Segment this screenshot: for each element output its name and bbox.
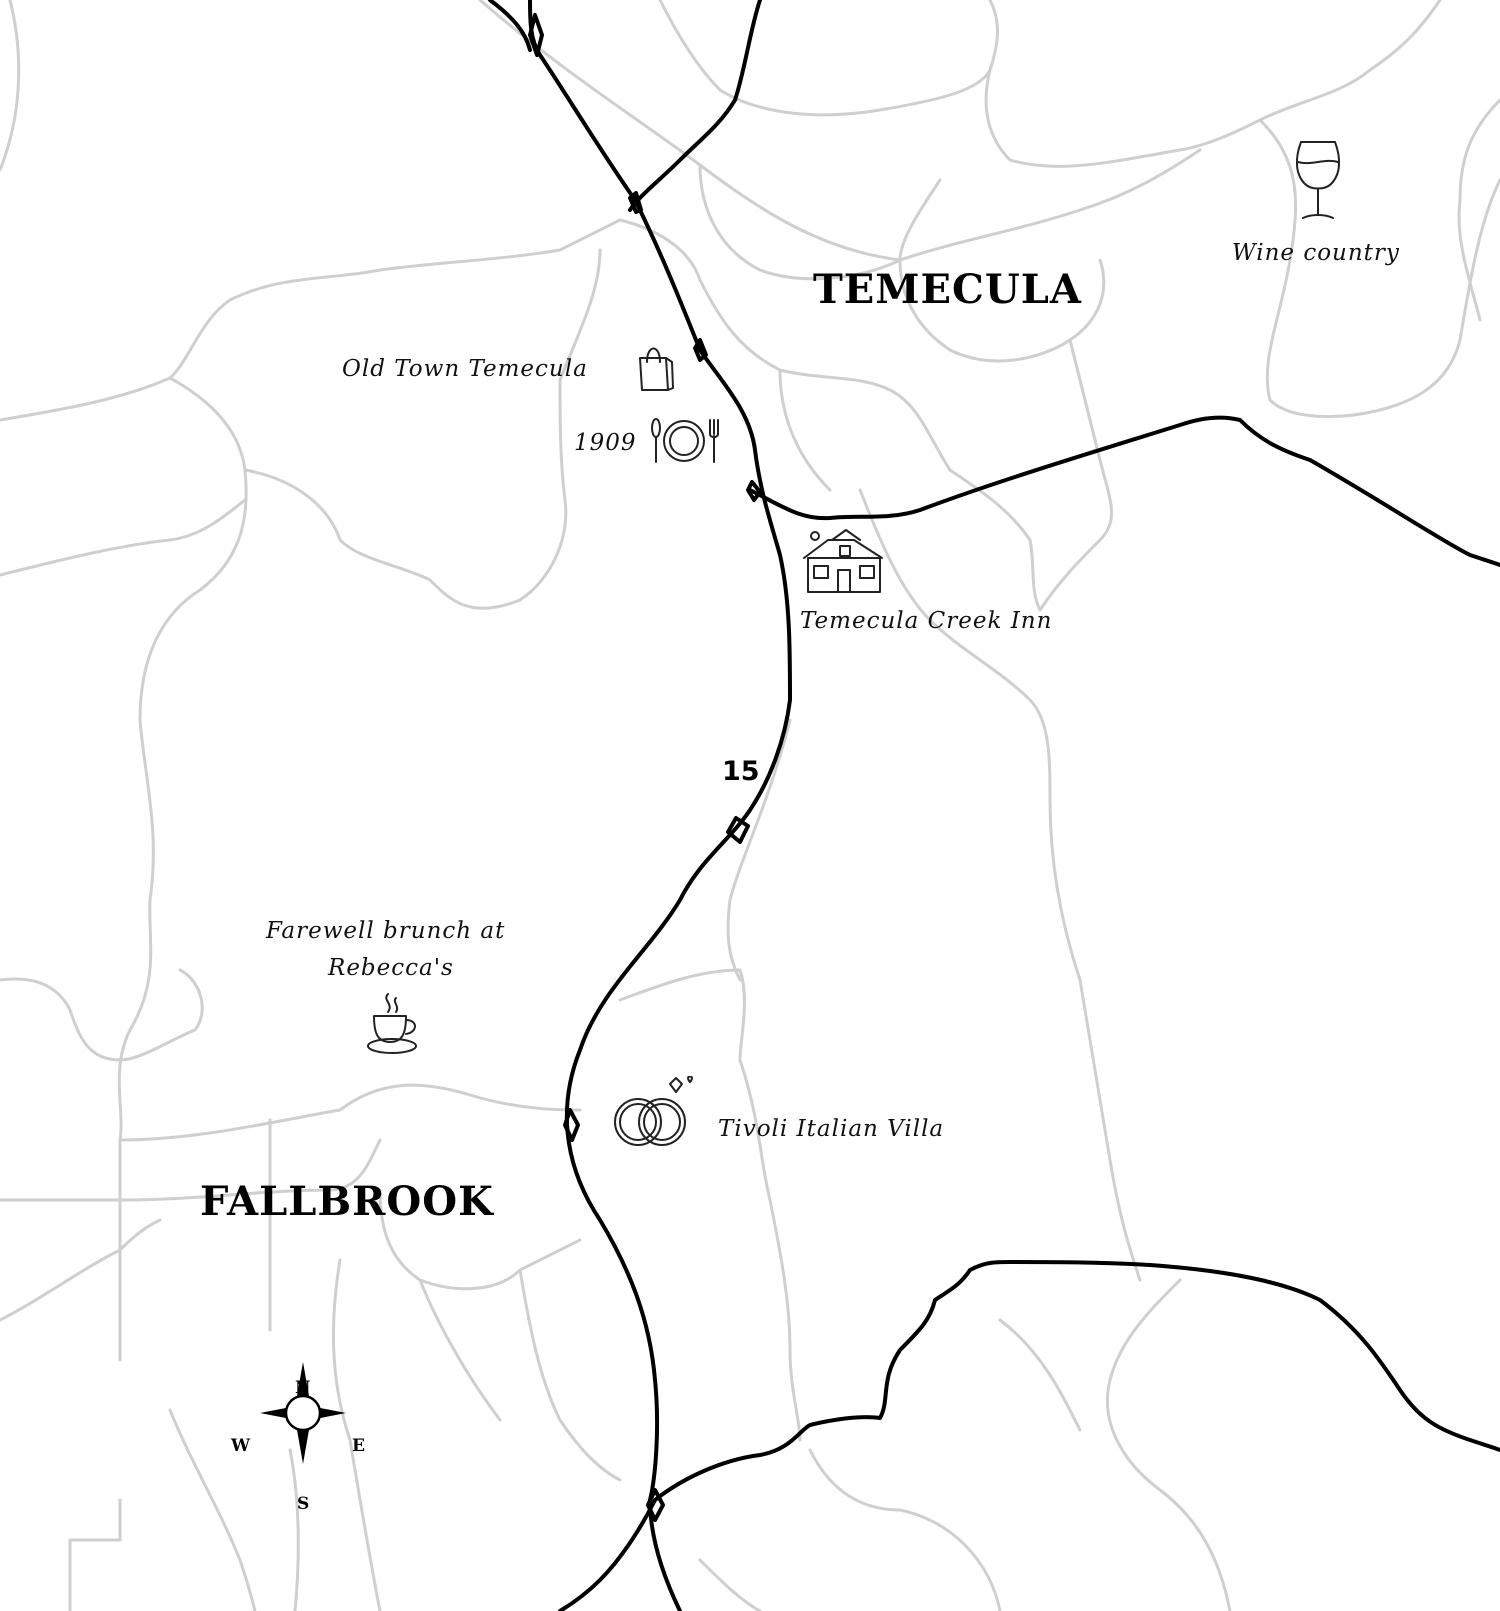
interchange [646, 1488, 665, 1522]
minor-road [0, 0, 21, 172]
minor-road [898, 178, 1106, 363]
wine-glass-icon[interactable] [1293, 138, 1343, 224]
minor-road [698, 1558, 762, 1611]
minor-road [418, 1278, 502, 1422]
minor-road [1038, 338, 1114, 612]
minor-road [68, 1498, 122, 1611]
place-label-brunch-line2: Rebecca's [328, 955, 454, 981]
minor-road [0, 498, 247, 577]
interchange [693, 338, 708, 362]
minor-road [168, 1408, 257, 1611]
interstate-15 [528, 0, 792, 1611]
minor-road [808, 1448, 1002, 1611]
minor-road [0, 1138, 122, 1202]
minor-road [658, 0, 999, 117]
interchange [563, 1108, 580, 1142]
highway-76-east [653, 1260, 1500, 1502]
minor-road [118, 1138, 382, 1202]
interchange [628, 191, 643, 214]
minor-road [243, 378, 568, 610]
plate-fork-spoon-icon[interactable] [650, 416, 720, 466]
interchange [528, 13, 544, 57]
house-icon[interactable] [802, 528, 888, 594]
minor-road [998, 1318, 1082, 1432]
minor-road [948, 468, 1042, 612]
minor-road [984, 0, 1442, 168]
wedding-rings-icon[interactable] [610, 1076, 696, 1148]
minor-road [558, 248, 602, 382]
minor-road [518, 1268, 622, 1482]
shopping-bag-icon[interactable] [636, 340, 676, 394]
minor-road [858, 488, 1142, 1282]
route-label-15: 15 [722, 756, 760, 787]
highway-76-west [558, 1498, 657, 1611]
compass-rose-icon [260, 1362, 346, 1464]
minor-road [118, 1083, 582, 1142]
minor-road [618, 968, 802, 1442]
city-label-temecula: TEMECULA [813, 266, 1082, 313]
minor-road [0, 1218, 162, 1322]
compass-north: N [295, 1378, 311, 1398]
interchange [746, 480, 762, 502]
minor-road [378, 1188, 582, 1291]
minor-road [331, 1258, 382, 1611]
minor-road [0, 968, 204, 1062]
place-label-tivoli: Tivoli Italian Villa [718, 1116, 945, 1142]
minor-road [726, 718, 792, 982]
minor-road [288, 1448, 300, 1611]
city-label-fallbrook: FALLBROOK [200, 1178, 494, 1225]
compass-west: W [231, 1436, 251, 1456]
highway-79-east [748, 415, 1500, 567]
place-label-old-town: Old Town Temecula [342, 356, 588, 382]
compass-east: E [352, 1436, 365, 1456]
minor-road [1258, 118, 1500, 418]
minor-road [1105, 1278, 1232, 1611]
coffee-cup-icon[interactable] [366, 990, 422, 1056]
place-label-creek-inn: Temecula Creek Inn [800, 608, 1053, 634]
highway-79-north [488, 0, 532, 52]
minor-road [778, 368, 832, 492]
minor-road [0, 218, 622, 422]
major-roads [488, 0, 1500, 1611]
place-label-brunch-line1: Farewell brunch at [266, 918, 506, 944]
compass-south: S [297, 1494, 310, 1514]
minor-road [1457, 98, 1500, 322]
interchange [726, 816, 750, 844]
minor-road [117, 376, 248, 1142]
place-label-wine-country: Wine country [1232, 240, 1400, 266]
highway-northeast [628, 0, 762, 212]
place-label-1909: 1909 [574, 430, 637, 456]
